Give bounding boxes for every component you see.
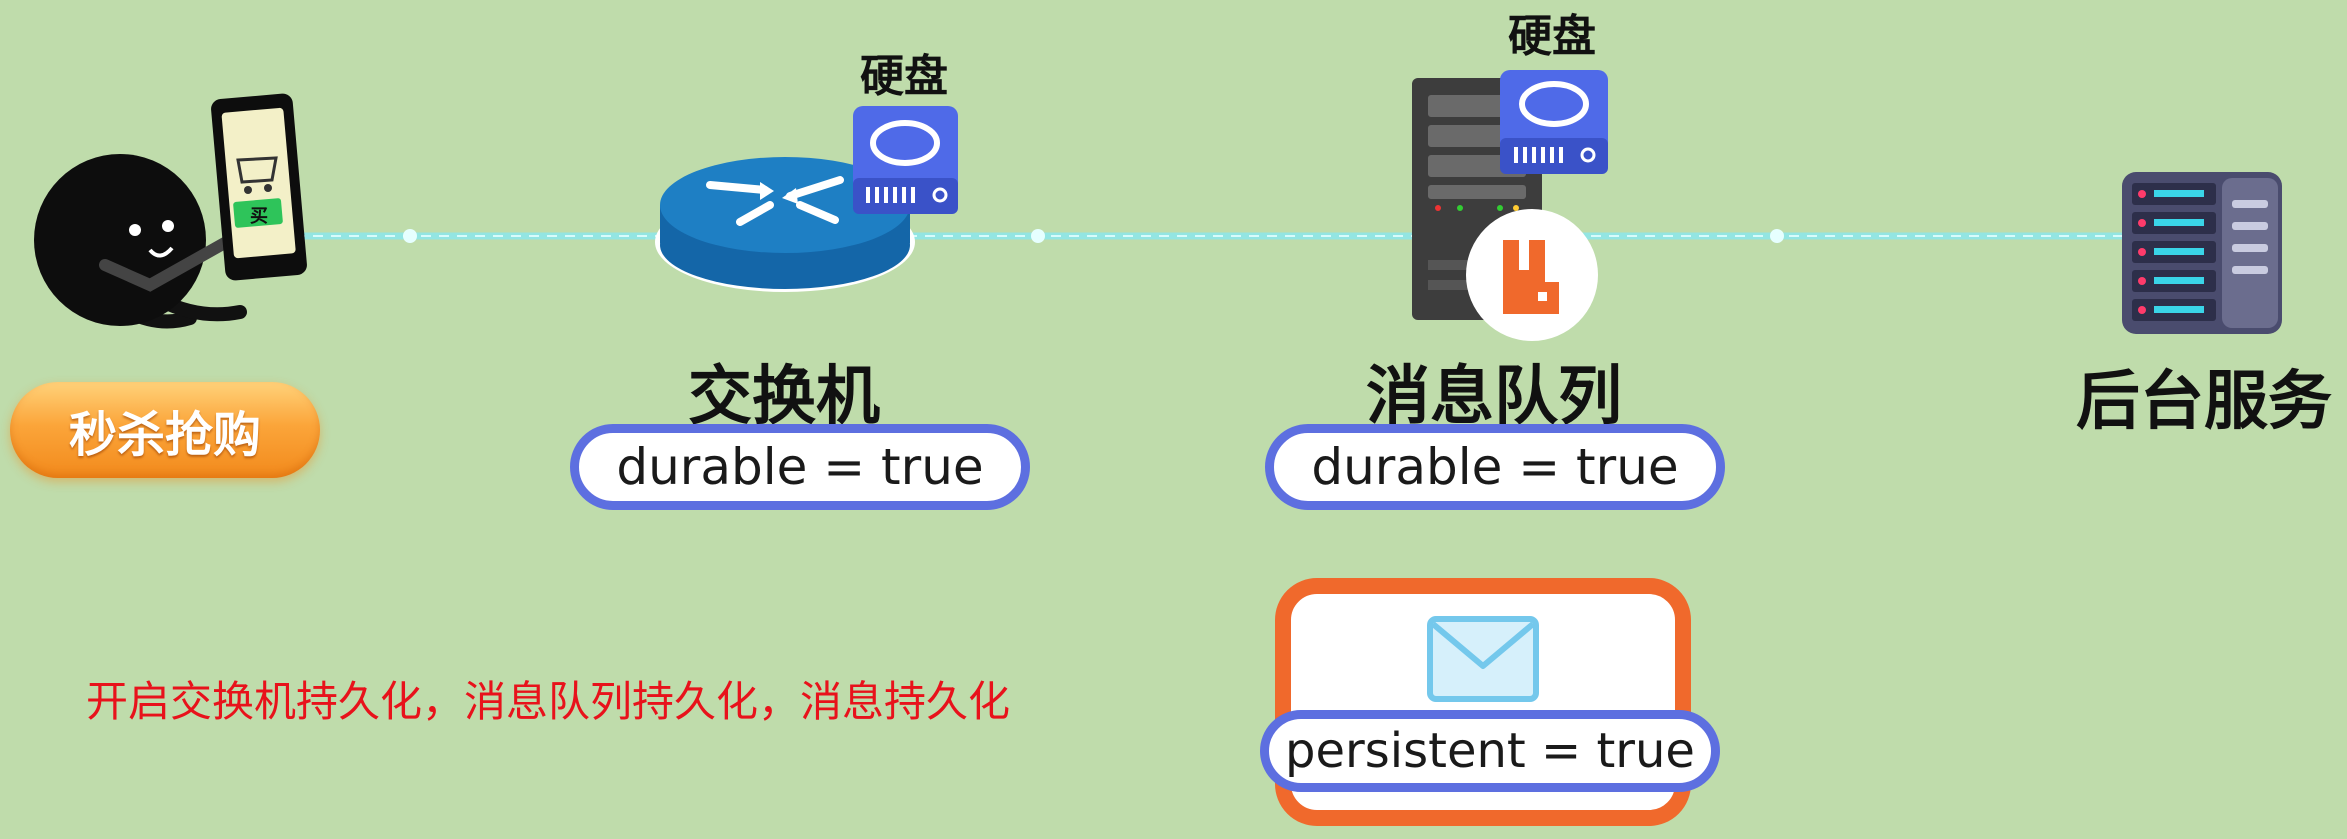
exchange-disk-icon bbox=[853, 106, 958, 214]
exchange-name: 交换机 bbox=[688, 360, 880, 434]
queue-name: 消息队列 bbox=[1366, 360, 1622, 434]
router-icon bbox=[655, 157, 915, 292]
flash-sale-button[interactable]: 秒杀抢购 bbox=[10, 382, 320, 478]
rabbitmq-logo-icon bbox=[1466, 209, 1598, 341]
server-rack-icon bbox=[2122, 172, 2282, 334]
exchange-disk-label: 硬盘 bbox=[860, 51, 948, 102]
envelope-icon bbox=[1427, 616, 1539, 702]
line-node-dot bbox=[403, 229, 417, 243]
user-character-icon bbox=[34, 154, 247, 329]
queue-disk-icon bbox=[1500, 70, 1608, 174]
backend-name: 后台服务 bbox=[2076, 365, 2332, 439]
line-node-dot bbox=[1770, 229, 1784, 243]
connection-line bbox=[295, 229, 2130, 243]
phone-icon: 买 bbox=[211, 93, 307, 281]
line-node-dot bbox=[1031, 229, 1045, 243]
queue-disk-label: 硬盘 bbox=[1508, 11, 1596, 62]
persistence-note: 开启交换机持久化，消息队列持久化，消息持久化 bbox=[86, 677, 1011, 726]
exchange-durable-pill: durable = true bbox=[570, 424, 1030, 510]
queue-durable-pill: durable = true bbox=[1265, 424, 1725, 510]
message-persistent-pill: persistent = true bbox=[1260, 710, 1720, 792]
phone-buy-text: 买 bbox=[250, 206, 268, 227]
